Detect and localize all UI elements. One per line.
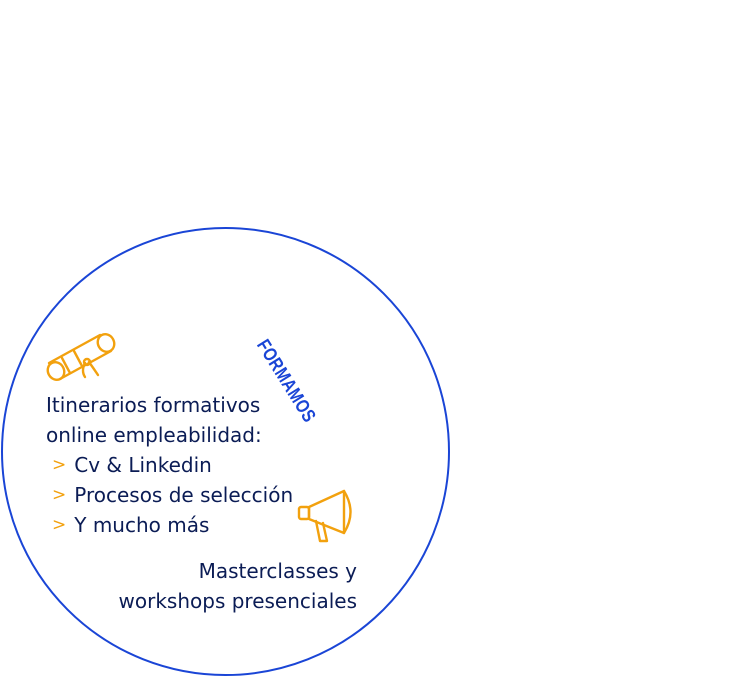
masterclasses-text: Masterclasses y workshops presenciales — [119, 556, 357, 616]
list-item-label: Procesos de selección — [74, 483, 294, 507]
online-title-line2: online empleabilidad: — [46, 423, 262, 447]
online-title-line1: Itinerarios formativos — [46, 393, 261, 417]
bullet-arrow-icon: > — [52, 485, 67, 505]
list-item: > Procesos de selección — [52, 480, 293, 510]
diploma-icon — [46, 333, 116, 381]
online-list: > Cv & Linkedin > Procesos de selección … — [52, 450, 293, 540]
bullet-arrow-icon: > — [52, 515, 67, 535]
content-circle — [1, 227, 450, 676]
megaphone-icon — [297, 489, 352, 543]
list-item-label: Cv & Linkedin — [74, 453, 212, 477]
online-title: Itinerarios formativos online empleabili… — [46, 390, 262, 450]
bullet-arrow-icon: > — [52, 455, 67, 475]
list-item: > Cv & Linkedin — [52, 450, 293, 480]
list-item-label: Y mucho más — [74, 513, 210, 537]
list-item: > Y mucho más — [52, 510, 293, 540]
masterclasses-line2: workshops presenciales — [118, 589, 357, 613]
masterclasses-line1: Masterclasses y — [198, 559, 357, 583]
